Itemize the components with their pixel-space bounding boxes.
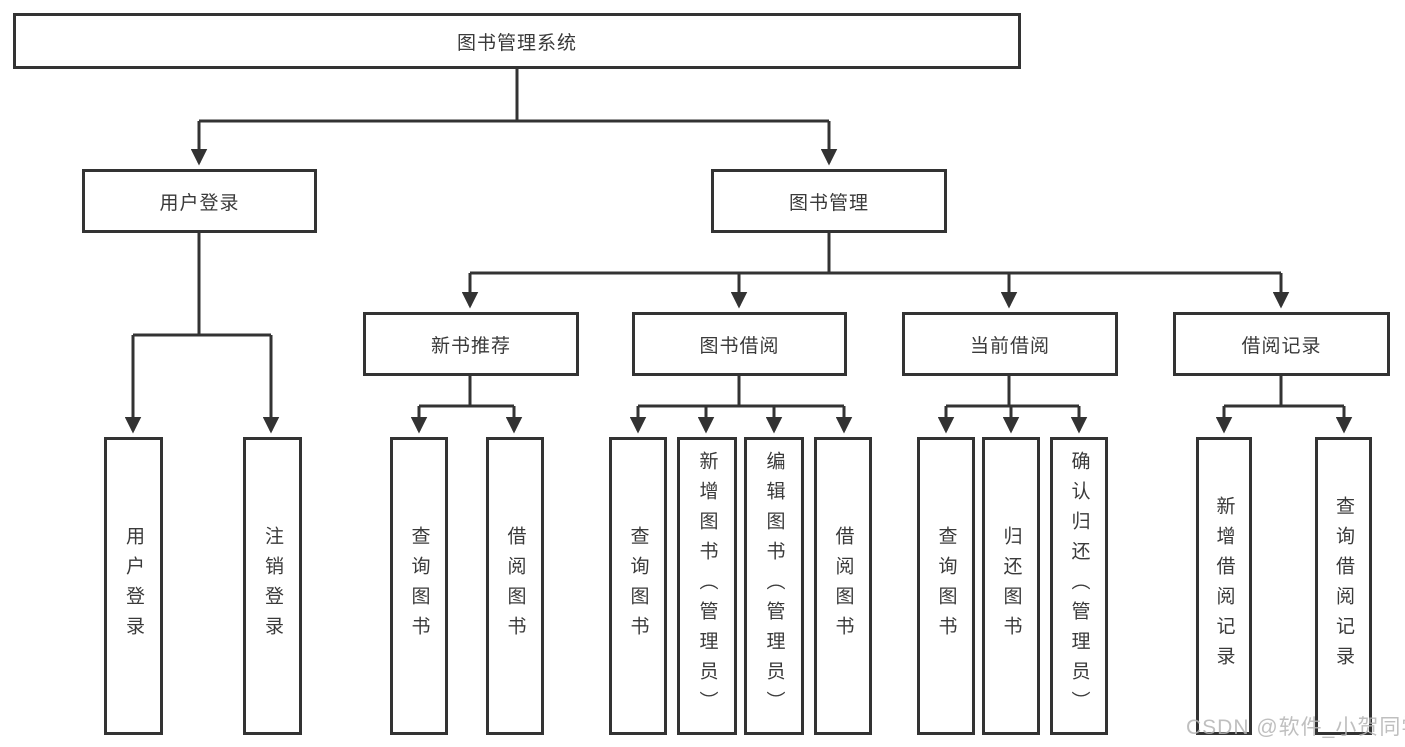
leaf-label: 归还图书 — [1000, 526, 1022, 646]
node-label: 用户登录 — [159, 192, 240, 214]
leaf-confirm-return-admin: 确认归还（管理员） — [1050, 437, 1108, 735]
node-label: 图书管理 — [788, 192, 869, 214]
node-current-borrow: 当前借阅 — [902, 312, 1118, 376]
leaf-label: 借阅图书 — [832, 526, 854, 646]
leaf-logout: 注销登录 — [243, 437, 302, 735]
leaf-return-book: 归还图书 — [982, 437, 1040, 735]
leaf-label: 查询图书 — [408, 526, 430, 646]
node-label: 图书借阅 — [699, 335, 780, 357]
leaf-label: 编辑图书（管理员） — [763, 451, 785, 721]
leaf-query-borrow-record: 查询借阅记录 — [1315, 437, 1372, 735]
leaf-label: 查询借阅记录 — [1333, 496, 1354, 676]
leaf-label: 用户登录 — [123, 526, 144, 646]
leaf-label: 查询图书 — [935, 526, 957, 646]
leaf-label: 注销登录 — [262, 526, 283, 646]
leaf-add-borrow-record: 新增借阅记录 — [1196, 437, 1252, 735]
node-label: 当前借阅 — [969, 335, 1050, 357]
node-borrow-record: 借阅记录 — [1173, 312, 1390, 376]
leaf-recommend-borrow-book: 借阅图书 — [486, 437, 544, 735]
node-root-label: 图书管理系统 — [456, 32, 577, 54]
csdn-watermark: CSDN @软件_小贺同学 — [1186, 716, 1405, 739]
leaf-borrow-book: 借阅图书 — [814, 437, 872, 735]
node-label: 新书推荐 — [430, 335, 511, 357]
leaf-recommend-query-book: 查询图书 — [390, 437, 448, 735]
leaf-user-login: 用户登录 — [104, 437, 163, 735]
leaf-borrow-query-book: 查询图书 — [609, 437, 667, 735]
node-user-login-branch: 用户登录 — [82, 169, 317, 233]
node-new-book-recommend: 新书推荐 — [363, 312, 579, 376]
leaf-label: 新增借阅记录 — [1213, 496, 1235, 676]
leaf-label: 借阅图书 — [504, 526, 526, 646]
node-label: 借阅记录 — [1241, 335, 1322, 357]
leaf-edit-book-admin: 编辑图书（管理员） — [744, 437, 804, 735]
leaf-add-book-admin: 新增图书（管理员） — [677, 437, 737, 735]
leaf-current-query-book: 查询图书 — [917, 437, 975, 735]
node-book-borrow: 图书借阅 — [632, 312, 847, 376]
leaf-label: 确认归还（管理员） — [1068, 451, 1090, 721]
node-root-system: 图书管理系统 — [13, 13, 1021, 69]
node-book-management-branch: 图书管理 — [711, 169, 947, 233]
leaf-label: 查询图书 — [627, 526, 649, 646]
leaf-label: 新增图书（管理员） — [696, 451, 718, 721]
